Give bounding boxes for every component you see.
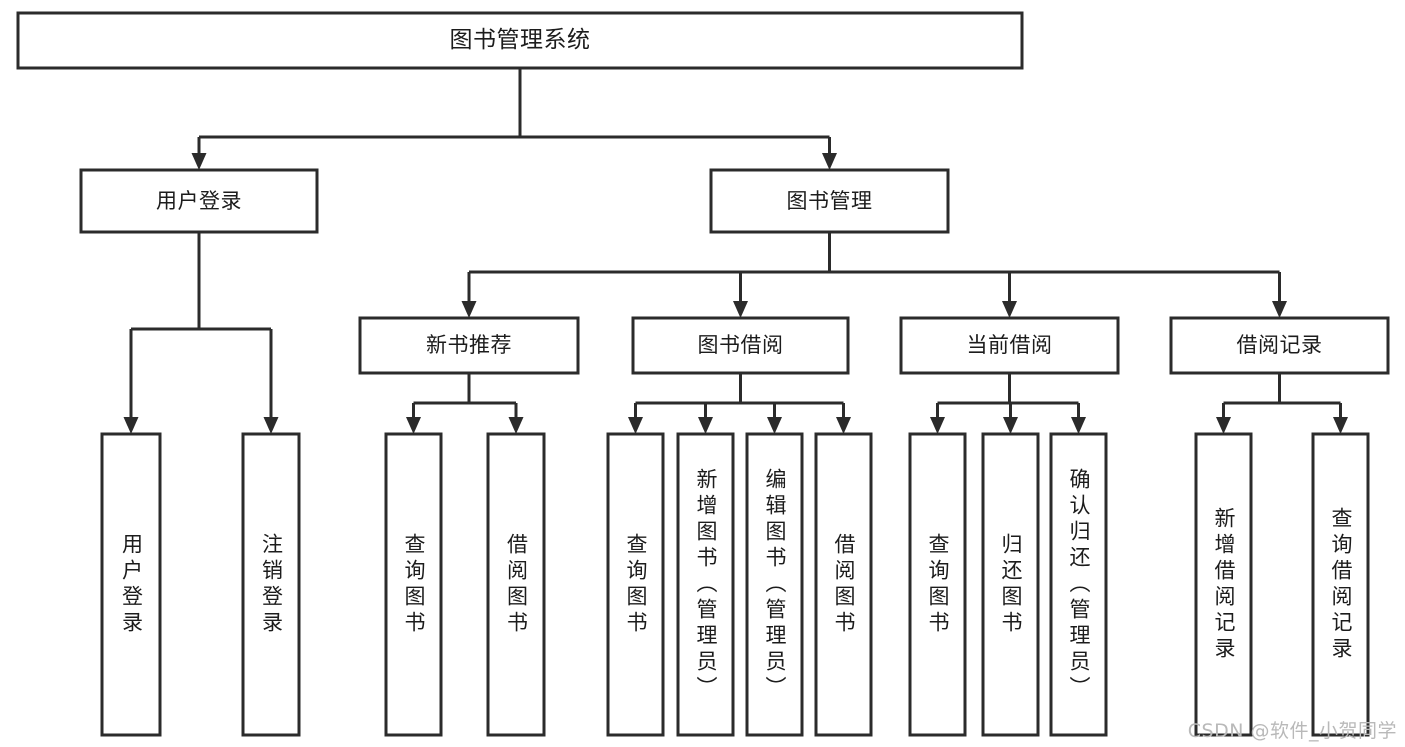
arrow-head-icon [191,153,207,170]
connector-lines [123,68,1348,434]
node-box-leaf-borrow-book-2[interactable] [814,432,873,737]
node-box-leaf-return-book[interactable] [981,432,1040,737]
arrow-head-icon [263,417,279,434]
node-box-book-borrow[interactable] [631,316,850,375]
arrow-head-icon [508,417,524,434]
node-box-leaf-query-book-1[interactable] [384,432,443,737]
node-box-borrow-record[interactable] [1169,316,1390,375]
node-box-leaf-query-book-3[interactable] [908,432,967,737]
node-box-leaf-query-record[interactable] [1311,432,1370,737]
node-box-leaf-add-book[interactable] [676,432,735,737]
arrow-head-icon [1002,301,1017,318]
arrow-head-icon [698,417,713,434]
arrow-head-icon [733,301,748,318]
arrow-head-icon [461,301,477,318]
arrow-head-icon [836,417,851,434]
arrow-head-icon [767,417,782,434]
node-box-leaf-edit-book[interactable] [745,432,804,737]
arrow-head-icon [1003,417,1018,434]
arrow-head-icon [1071,417,1086,434]
node-box-leaf-query-book-2[interactable] [606,432,665,737]
node-box-current-borrow[interactable] [899,316,1120,375]
node-box-book-manage[interactable] [709,168,950,234]
node-box-leaf-user-logout[interactable] [241,432,301,737]
node-box-leaf-borrow-book-1[interactable] [486,432,546,737]
node-box-leaf-confirm-return[interactable] [1049,432,1108,737]
arrow-head-icon [1216,417,1231,434]
arrow-head-icon [822,153,837,170]
node-box-root[interactable] [16,11,1024,70]
arrow-head-icon [930,417,945,434]
arrow-head-icon [628,417,643,434]
arrow-head-icon [406,417,421,434]
arrow-head-icon [1333,417,1348,434]
node-box-new-book-recommend[interactable] [358,316,580,375]
arrow-head-icon [123,417,139,434]
node-box-leaf-user-login[interactable] [100,432,162,737]
node-box-user-login[interactable] [79,168,319,234]
node-box-leaf-add-record[interactable] [1194,432,1253,737]
arrow-head-icon [1272,301,1287,318]
node-boxes [16,11,1390,737]
